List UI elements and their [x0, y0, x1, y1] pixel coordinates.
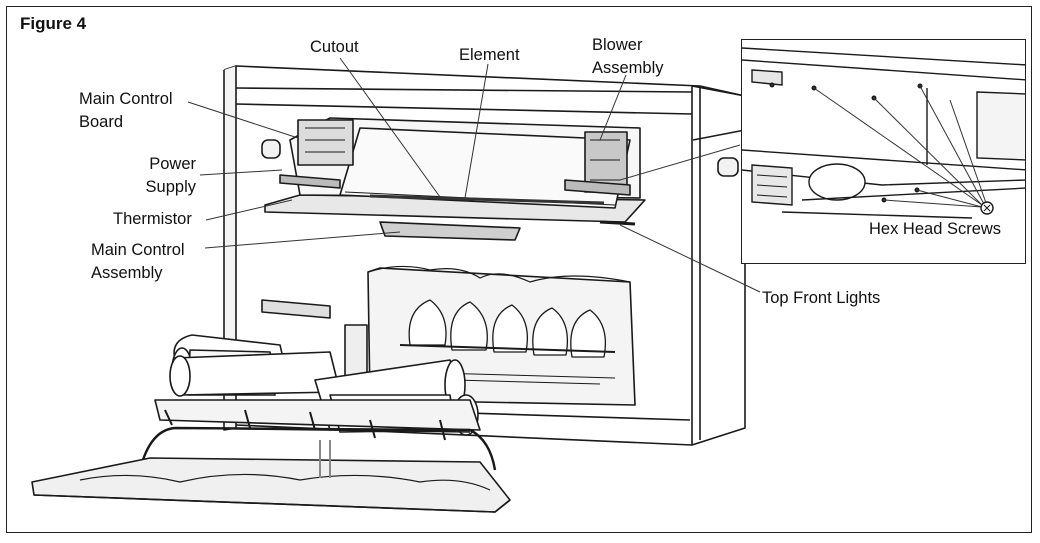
label-element: Element	[459, 46, 520, 64]
grate	[138, 426, 497, 471]
log-mid	[174, 351, 341, 396]
main-control-assembly	[379, 221, 521, 241]
inset-diagram	[742, 47, 1025, 219]
label-cutout: Cutout	[310, 38, 359, 56]
label-blower-assembly: Blower Assembly	[592, 36, 664, 77]
inset-detail: Hex Head Screws	[741, 39, 1026, 264]
control-board	[297, 119, 354, 166]
label-top-front-lights: Top Front Lights	[762, 289, 881, 307]
label-thermistor: Thermistor	[113, 210, 192, 228]
figure-frame	[6, 6, 1032, 533]
label-power-supply: Power Supply	[145, 155, 196, 196]
label-hex-head-screws: Hex Head Screws	[869, 220, 1002, 238]
label-main-control-board: Main Control Board	[79, 90, 173, 131]
label-main-control-assembly: Main Control Assembly	[91, 241, 185, 282]
figure-title: Figure 4	[20, 14, 87, 33]
